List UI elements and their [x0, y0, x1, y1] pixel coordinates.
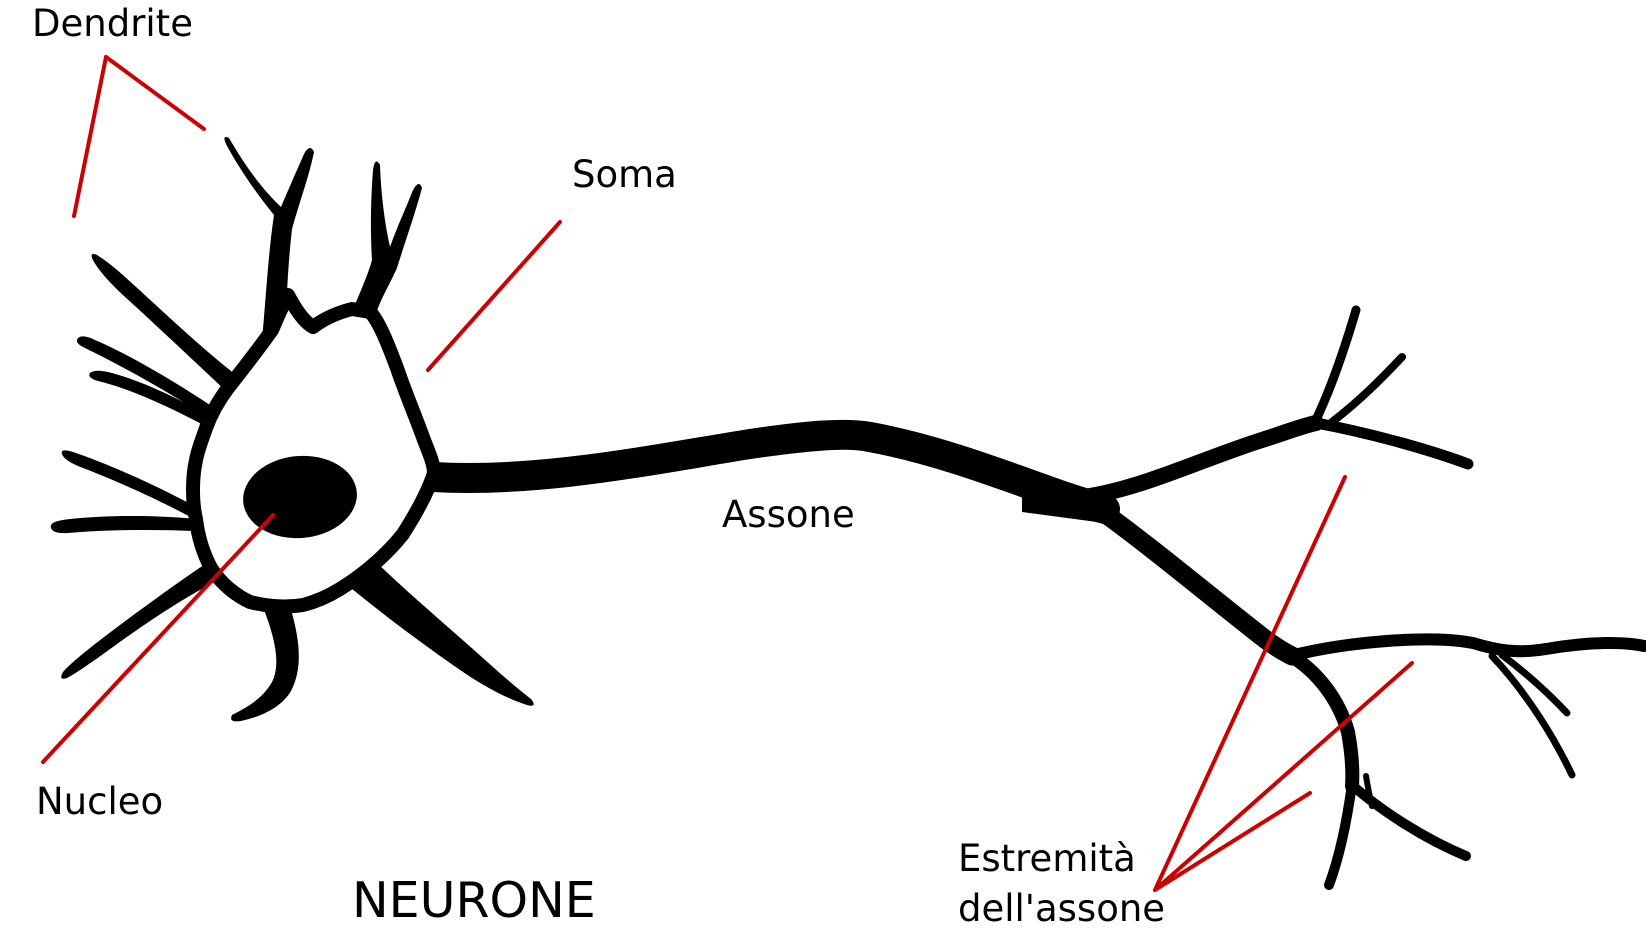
diagram-title: NEURONE: [352, 872, 596, 929]
neuron-cell: [50, 137, 1646, 890]
dendrite-branch-upper-left: [91, 253, 240, 392]
dendrite-branch-top-left: [224, 137, 314, 340]
leader-lines: [41, 55, 1414, 892]
label-nucleo: Nucleo: [36, 780, 164, 823]
terminal-branch-right: [1284, 633, 1646, 662]
label-assone: Assone: [722, 493, 855, 536]
soma-shape: [186, 288, 441, 614]
axon-branch-upper: [1082, 415, 1324, 504]
terminal-twig-right-2: [1488, 652, 1576, 779]
dendrite-branch-bottom-left: [61, 562, 230, 679]
label-soma: Soma: [572, 153, 677, 196]
leader-line-dendrite-1: [72, 55, 108, 218]
terminal-branch-down: [1283, 648, 1360, 793]
leader-line-terminal-2: [1153, 661, 1414, 892]
dendrite-spike-left-1: [76, 336, 210, 416]
dendrite-spike-left-2: [89, 370, 213, 428]
terminal-twig-right-1: [1498, 651, 1571, 717]
label-axon-terminals-line2: dell'assone: [958, 887, 1166, 930]
axon-branch-lower: [1090, 500, 1302, 666]
axon-twig-up-short: [1328, 353, 1406, 426]
leader-line-soma: [426, 220, 562, 372]
label-dendrite: Dendrite: [32, 2, 193, 45]
terminal-tip-left: [1324, 779, 1357, 890]
label-axon-terminals-line1: Estremità: [958, 837, 1136, 880]
leader-line-dendrite-2: [104, 55, 206, 131]
dendrite-spike-left-3: [61, 450, 198, 520]
terminal-thorn: [1363, 773, 1375, 809]
leader-line-nucleo: [41, 513, 275, 764]
dendrite-branch-bottom: [231, 602, 299, 722]
axon-twig-up-long: [1309, 305, 1361, 429]
leader-line-terminal-1: [1153, 475, 1347, 892]
terminal-tip-right: [1348, 781, 1471, 861]
dendrite-branch-bottom-right: [346, 562, 534, 706]
leader-line-terminal-3: [1153, 791, 1312, 892]
label-axon-terminals: Estremità dell'assone: [958, 834, 1165, 931]
dendrite-branch-top-right: [352, 161, 422, 314]
dendrite-spike-left-4: [50, 516, 196, 534]
axon-branch-upper-tail: [1310, 417, 1474, 470]
